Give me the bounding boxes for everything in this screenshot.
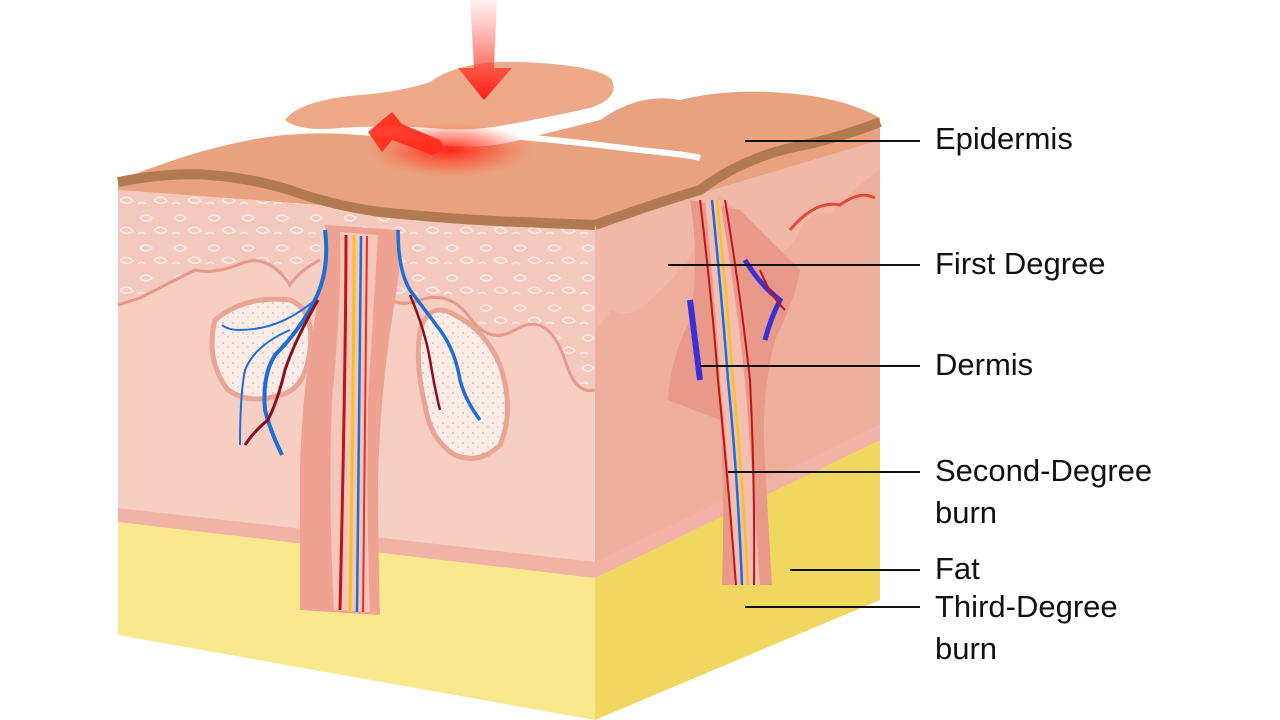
label-third-degree-line2: burn xyxy=(935,631,998,666)
label-first-degree: First Degree xyxy=(935,246,1106,281)
label-fat: Fat xyxy=(935,551,980,586)
hair-follicle-front xyxy=(300,225,401,615)
label-epidermis: Epidermis xyxy=(935,121,1073,156)
hair-follicle-side xyxy=(668,199,800,586)
leader-lines xyxy=(668,140,920,608)
sweat-gland-left xyxy=(209,296,314,402)
blood-vessels-front xyxy=(221,229,482,456)
heat-arrow-icon xyxy=(458,0,512,100)
heat-arrow-small-icon xyxy=(368,112,443,155)
label-second-degree-line1: Second-Degree xyxy=(935,453,1153,488)
label-third-degree: Third-Degree burn xyxy=(935,586,1118,670)
label-second-degree-line2: burn xyxy=(935,495,998,530)
label-third-degree-line1: Third-Degree xyxy=(935,589,1118,624)
label-second-degree: Second-Degree burn xyxy=(935,450,1152,534)
label-dermis: Dermis xyxy=(935,347,1034,382)
heat-source xyxy=(365,0,535,178)
